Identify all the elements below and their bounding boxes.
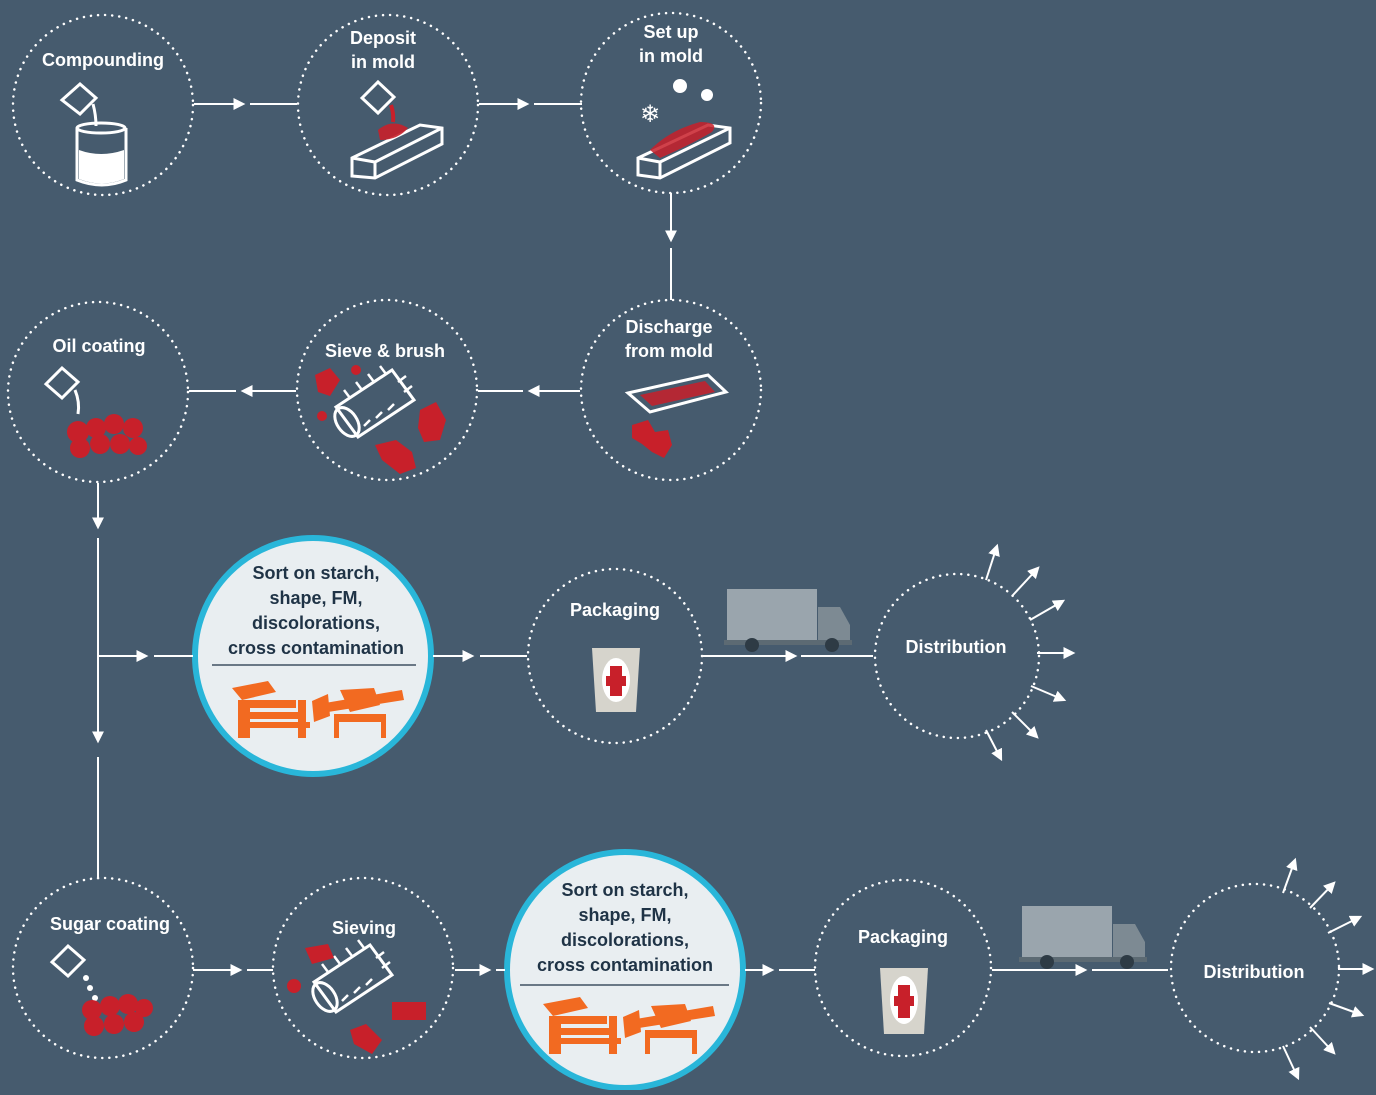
delivery-truck-icon	[724, 589, 852, 652]
delivery-truck-icon	[1019, 906, 1147, 969]
label-sieve-brush: Sieve & brush	[324, 341, 446, 361]
optical-sorter-machine-icon	[543, 997, 715, 1054]
pour-into-mold-icon	[350, 79, 444, 180]
circle-deposit	[296, 13, 480, 197]
label-oil-coating: Oil coating	[52, 336, 146, 356]
label-packaging-2: Packaging	[857, 927, 949, 947]
circle-packaging-2	[813, 878, 993, 1058]
connectors	[92, 98, 1168, 976]
brush-sieve-icon	[315, 365, 446, 474]
optical-sorter-machine-icon	[232, 681, 404, 738]
distribution-2-arrows	[1282, 857, 1375, 1081]
circle-sieve-brush	[295, 298, 479, 482]
circle-discharge	[579, 298, 763, 482]
label-sieving: Sieving	[331, 918, 397, 938]
circle-oil-coating	[6, 300, 190, 484]
label-sugar-coating: Sugar coating	[49, 914, 171, 934]
oil-pour-gummy-icon	[43, 365, 147, 458]
gummy-bag-icon	[880, 968, 928, 1034]
label-packaging-1: Packaging	[569, 600, 661, 620]
circle-sugar-coating	[11, 876, 195, 1060]
gummy-bag-icon	[592, 648, 640, 712]
circle-sieving	[271, 876, 455, 1060]
circle-compounding	[11, 13, 195, 197]
label-sort-1: Sort on starch,shape, FM,discolorations,…	[227, 563, 405, 658]
mold-discharge-icon	[624, 373, 729, 458]
label-distribution-1: Distribution	[905, 637, 1007, 657]
cooling-mold-icon: ❄	[636, 79, 732, 180]
circle-distribution-1	[873, 572, 1041, 740]
pour-into-bucket-icon	[59, 82, 128, 187]
svg-text:❄: ❄	[640, 100, 660, 128]
sieve-drum-icon	[287, 939, 426, 1054]
label-distribution-2: Distribution	[1203, 962, 1305, 982]
label-sort-2: Sort on starch,shape, FM,discolorations,…	[536, 880, 714, 975]
label-compounding: Compounding	[42, 50, 164, 70]
distribution-1-arrows	[985, 543, 1076, 762]
sugar-pour-gummy-icon	[49, 943, 153, 1036]
